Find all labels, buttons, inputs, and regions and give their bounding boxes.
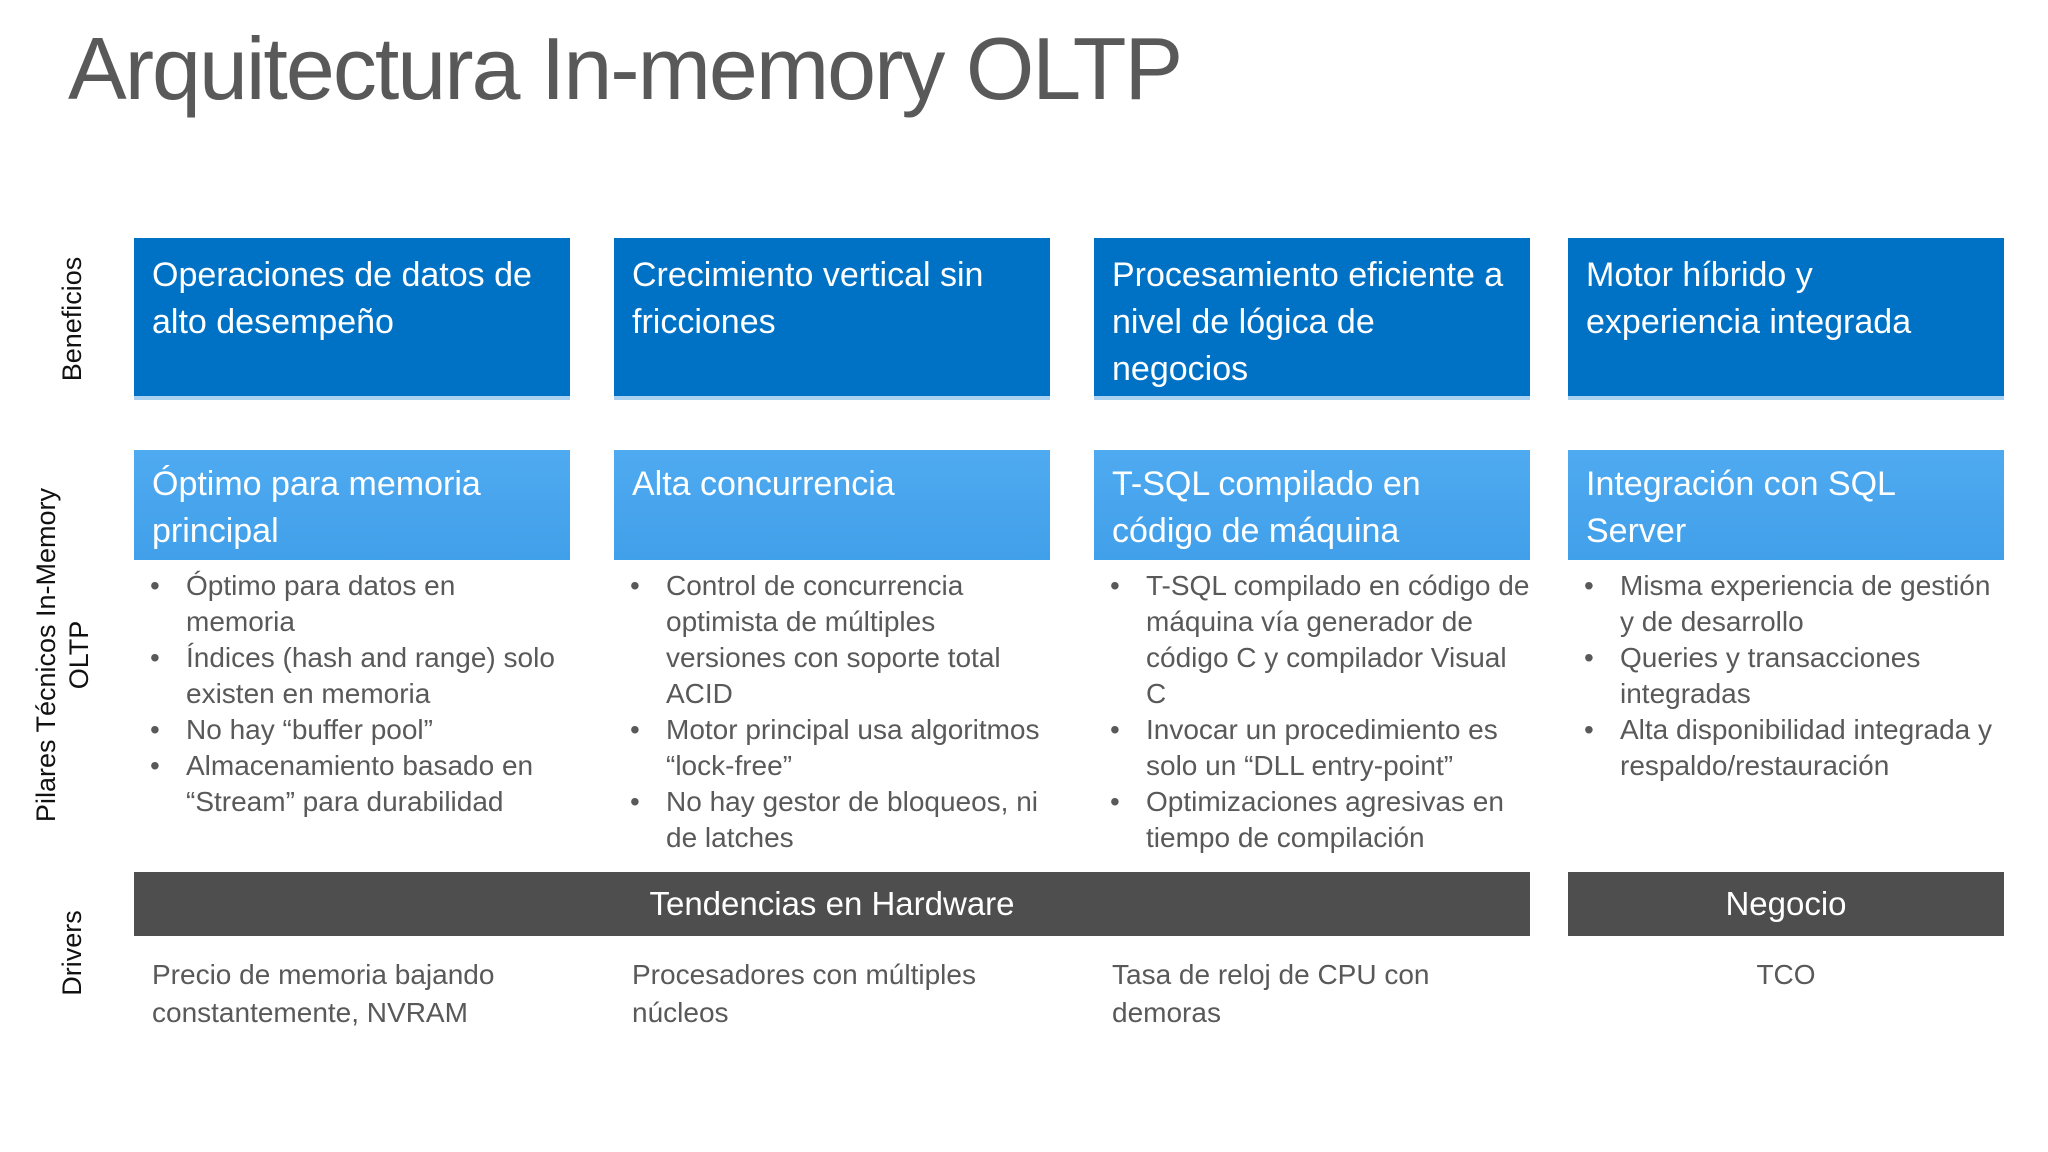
pillar-bullets-3: T-SQL compilado en código de máquina vía… <box>1094 568 1530 856</box>
column-concurrencia: Crecimiento vertical sin fricciones Alta… <box>614 0 1050 1152</box>
bullet-item: Índices (hash and range) solo existen en… <box>134 640 570 712</box>
hardware-trends-bar: Tendencias en Hardware <box>134 872 1530 936</box>
row-label-pilares-line1: Pilares Técnicos In-Memory <box>31 487 61 823</box>
pillar-box-4: Integración con SQL Server <box>1568 450 2004 560</box>
row-label-pilares-line2: OLTP <box>64 620 94 690</box>
column-memoria-principal: Operaciones de datos de alto desempeño Ó… <box>134 0 570 1152</box>
bullet-item: No hay “buffer pool” <box>134 712 570 748</box>
pillar-box-2: Alta concurrencia <box>614 450 1050 560</box>
driver-text-3: Tasa de reloj de CPU con demoras <box>1112 959 1430 1028</box>
row-label-beneficios: Beneficios <box>57 256 87 382</box>
bullet-item: Alta disponibilidad integrada y respaldo… <box>1568 712 2004 784</box>
pillar-bullets-1: Óptimo para datos en memoria Índices (ha… <box>134 568 570 820</box>
column-integracion-sql: Motor híbrido y experiencia integrada In… <box>1568 0 2004 1152</box>
benefit-box-2: Crecimiento vertical sin fricciones <box>614 238 1050 400</box>
column-tsql-compilado: Procesamiento eficiente a nivel de lógic… <box>1094 0 1530 1152</box>
benefit-box-3: Procesamiento eficiente a nivel de lógic… <box>1094 238 1530 400</box>
driver-text-1: Precio de memoria bajando constantemente… <box>152 959 495 1028</box>
bullet-item: Motor principal usa algoritmos “lock-fre… <box>614 712 1050 784</box>
business-bar: Negocio <box>1568 872 2004 936</box>
pillar-box-1: Óptimo para memoria principal <box>134 450 570 560</box>
slide-title: Arquitectura In-memory OLTP <box>68 19 1183 118</box>
bullet-item: Misma experiencia de gestión y de desarr… <box>1568 568 2004 640</box>
benefit-box-1: Operaciones de datos de alto desempeño <box>134 238 570 400</box>
bullet-item: Optimizaciones agresivas en tiempo de co… <box>1094 784 1530 856</box>
bullet-item: Óptimo para datos en memoria <box>134 568 570 640</box>
bullet-item: Control de concurrencia optimista de múl… <box>614 568 1050 712</box>
bullet-item: Queries y transacciones integradas <box>1568 640 2004 712</box>
bullet-item: No hay gestor de bloqueos, ni de latches <box>614 784 1050 856</box>
bullet-item: Invocar un procedimiento es solo un “DLL… <box>1094 712 1530 784</box>
bullet-item: T-SQL compilado en código de máquina vía… <box>1094 568 1530 712</box>
pillar-bullets-4: Misma experiencia de gestión y de desarr… <box>1568 568 2004 784</box>
driver-text-2: Procesadores con múltiples núcleos <box>632 959 976 1028</box>
row-label-pilares: Pilares Técnicos In-Memory OLTP <box>30 448 96 862</box>
driver-text-4: TCO <box>1756 959 1816 990</box>
bullet-item: Almacenamiento basado en “Stream” para d… <box>134 748 570 820</box>
benefit-box-4: Motor híbrido y experiencia integrada <box>1568 238 2004 400</box>
pillar-bullets-2: Control de concurrencia optimista de múl… <box>614 568 1050 856</box>
pillar-box-3: T-SQL compilado en código de máquina <box>1094 450 1530 560</box>
row-label-drivers: Drivers <box>57 910 87 996</box>
